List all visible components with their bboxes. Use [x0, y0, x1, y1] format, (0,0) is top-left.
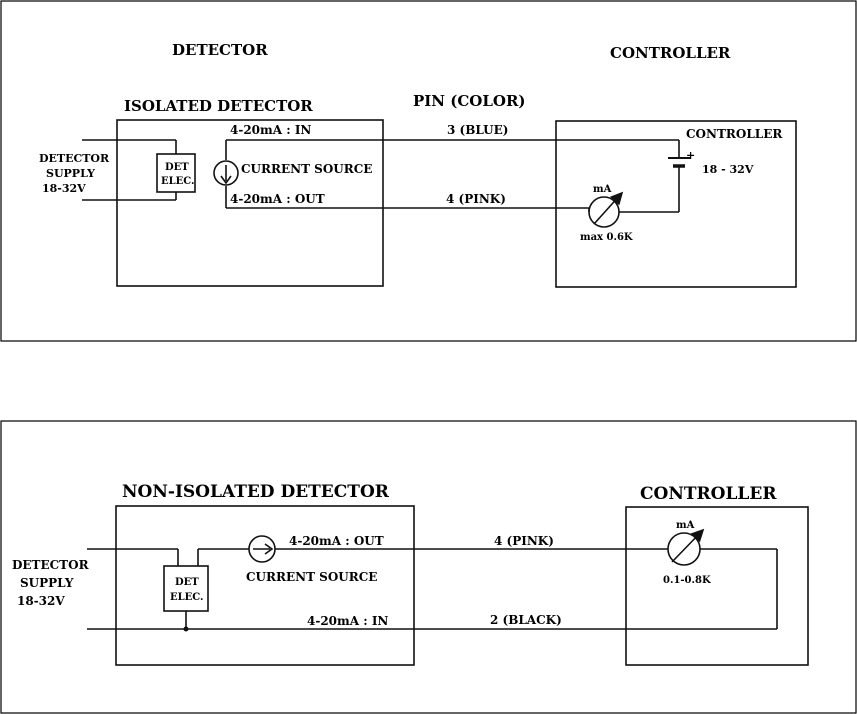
diagram-1-frame — [0, 0, 857, 342]
meter-unit: mA — [593, 184, 612, 195]
detector-box — [116, 119, 384, 287]
current-source-label-2: CURRENT SOURCE — [246, 570, 377, 584]
det-elec-box — [156, 153, 196, 193]
det-elec-line2: ELEC. — [161, 176, 195, 187]
meter-load-2: 0.1-0.8K — [663, 575, 711, 586]
supply-label-2-line2: SUPPLY — [20, 576, 74, 590]
pin-in-label: 3 (BLUE) — [447, 123, 508, 137]
signal-in-label-2: 4-20mA : IN — [307, 614, 388, 628]
heading-detector: DETECTOR — [172, 41, 268, 59]
signal-in-label: 4-20mA : IN — [230, 123, 311, 137]
isolated-detector-diagram: DETECTOR CONTROLLER PIN (COLOR) ISOLATED… — [0, 0, 857, 342]
supply-label-2-line3: 18-32V — [17, 594, 65, 608]
det-elec-2-line2: ELEC. — [170, 592, 204, 603]
meter-unit-2: mA — [676, 520, 695, 531]
det-elec-box-2 — [163, 565, 209, 612]
controller-box — [555, 120, 797, 288]
current-source-icon — [213, 160, 239, 186]
pin-color-header: PIN (COLOR) — [413, 92, 526, 110]
non-isolated-detector-title: NON-ISOLATED DETECTOR — [122, 482, 390, 502]
det-elec-2-line1: DET — [175, 577, 199, 588]
detector-box-2 — [115, 505, 415, 666]
signal-out-label: 4-20mA : OUT — [230, 192, 325, 206]
pin-out-label: 4 (PINK) — [446, 192, 506, 206]
heading-controller: CONTROLLER — [610, 44, 731, 62]
supply-label-line1: DETECTOR — [39, 152, 110, 165]
meter-load: max 0.6K — [580, 232, 633, 243]
non-isolated-detector-diagram: NON-ISOLATED DETECTOR CONTROLLER DETECTO… — [0, 420, 857, 714]
signal-out-label-2: 4-20mA : OUT — [289, 534, 384, 548]
det-elec-line1: DET — [165, 162, 189, 173]
controller-heading: CONTROLLER — [640, 484, 777, 504]
diagram-2-frame — [0, 420, 857, 714]
pin-in-label-2: 2 (BLACK) — [490, 613, 562, 627]
controller-box-2 — [625, 506, 809, 666]
isolated-detector-title: ISOLATED DETECTOR — [124, 97, 313, 115]
pin-out-label-2: 4 (PINK) — [494, 534, 554, 548]
supply-label-2-line1: DETECTOR — [12, 558, 90, 572]
current-source-label: CURRENT SOURCE — [241, 162, 372, 176]
battery-plus: + — [686, 149, 695, 162]
supply-label-line3: 18-32V — [42, 182, 86, 195]
battery-voltage: 18 - 32V — [702, 163, 754, 176]
supply-label-line2: SUPPLY — [46, 167, 95, 180]
controller-inner-title: CONTROLLER — [686, 127, 783, 141]
